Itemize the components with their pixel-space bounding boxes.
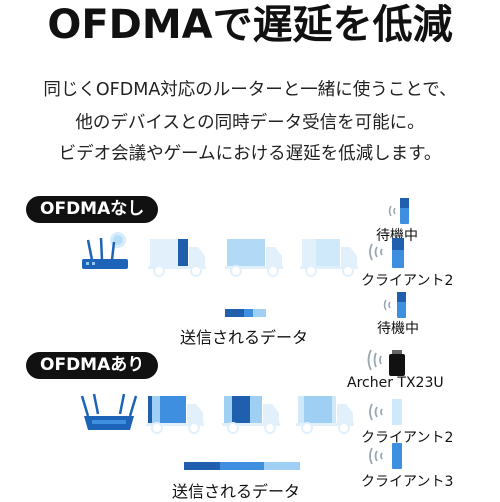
truck-icon xyxy=(296,396,354,434)
truck-icon xyxy=(225,239,283,277)
client2-label-without: クライアント2 xyxy=(361,273,454,289)
client-waiting-label-top: 待機中 xyxy=(376,228,418,244)
usb-stick-icon xyxy=(369,443,402,469)
truck-icon xyxy=(146,396,204,434)
send-data-label-with: 送信されるデータ xyxy=(172,482,301,501)
page-title: OFDMAで遅延を低減 xyxy=(47,2,453,48)
client-waiting-label-bottom: 待機中 xyxy=(377,321,419,337)
usb-stick-icon xyxy=(388,198,409,224)
data-bar-segment xyxy=(253,309,266,317)
adapter-label: Archer TX23U xyxy=(347,375,444,391)
usb-adapter-icon xyxy=(367,349,405,376)
ofdma-none-badge: OFDMAなし xyxy=(26,196,159,223)
truck-icon xyxy=(222,396,280,434)
ofdma-with-badge: OFDMAあり xyxy=(26,352,159,379)
description-line-1: 同じくOFDMA対応のルーターと一緒に使うことで、 xyxy=(43,80,457,100)
send-data-label-without: 送信されるデータ xyxy=(180,328,309,347)
data-bar-segment xyxy=(220,462,264,470)
wifi-router-icon xyxy=(80,393,138,430)
router-icon xyxy=(82,232,128,269)
description-line-2: 他のデバイスとの同時データ受信を可能に。 xyxy=(75,113,425,133)
client2-label-with: クライアント2 xyxy=(361,430,454,446)
usb-stick-icon xyxy=(383,292,406,318)
usb-stick-icon xyxy=(369,399,402,425)
description-line-3: ビデオ会議やゲームにおける遅延を低減します。 xyxy=(58,144,442,164)
truck-icon xyxy=(300,239,358,277)
client3-label: クライアント3 xyxy=(361,474,454,490)
data-bar-segment xyxy=(264,462,300,470)
data-bar-segment xyxy=(184,462,220,470)
usb-stick-icon xyxy=(369,238,404,268)
truck-icon xyxy=(148,239,206,277)
